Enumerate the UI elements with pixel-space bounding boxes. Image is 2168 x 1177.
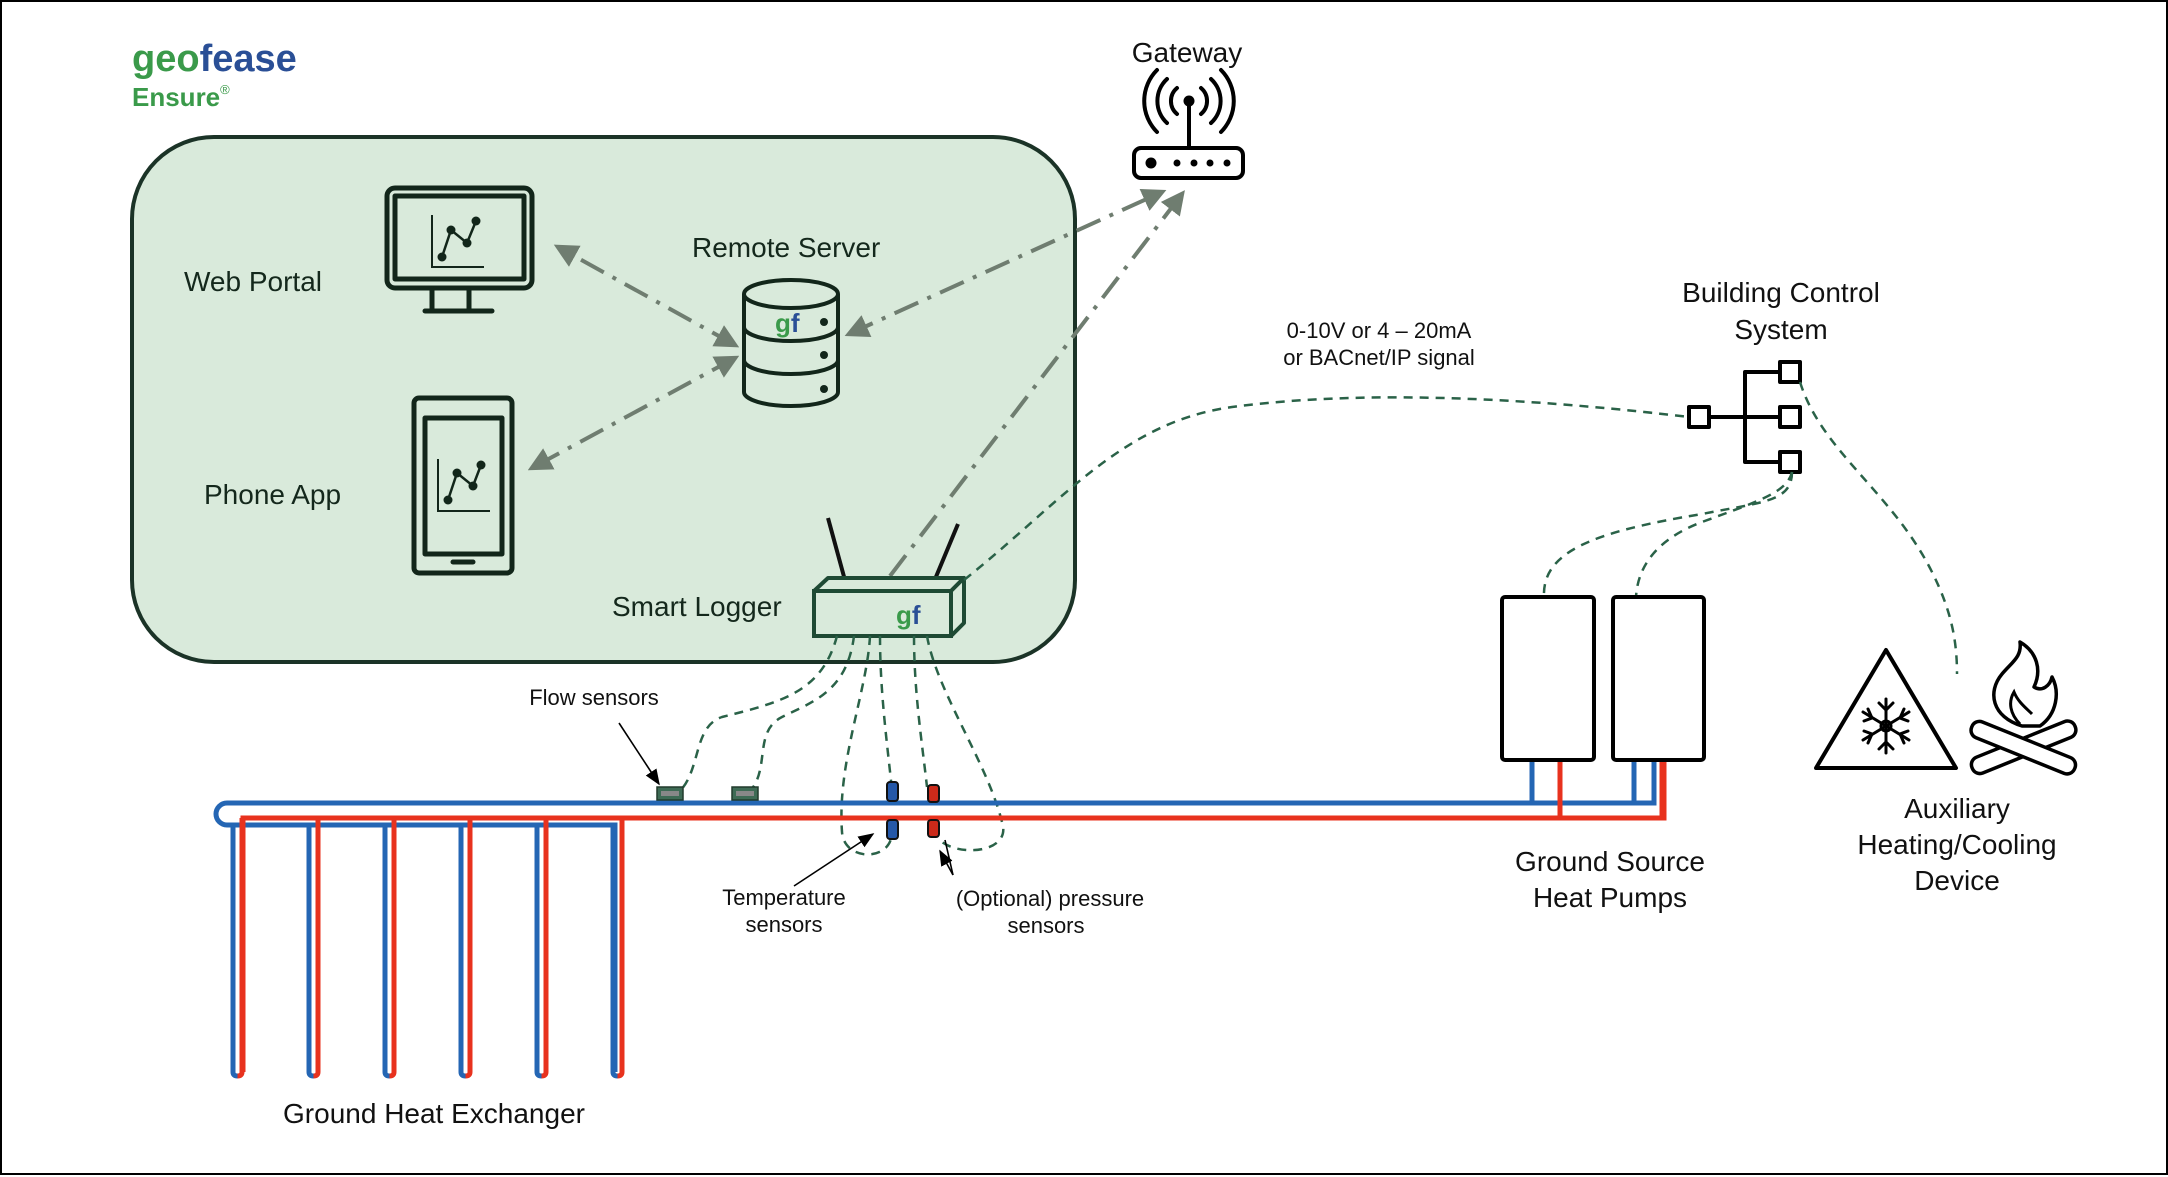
server-gf-badge: gf	[775, 308, 800, 338]
temperature-sensors-pointer	[793, 833, 875, 887]
flow-sensor-1	[656, 786, 684, 801]
signal-wire-bcs-auxiliary	[1798, 381, 1959, 675]
borehole-return-leg	[541, 818, 549, 1079]
heat-pumps-label-line2: Heat Pumps	[1533, 882, 1687, 913]
pressure-sensors-label-line2: sensors	[1007, 913, 1084, 938]
borehole-supply-leg	[534, 825, 542, 1079]
borehole-return-leg	[237, 818, 245, 1079]
auxiliary-label-line3: Device	[1914, 865, 2000, 896]
signal-wire-flow-sensor-2	[746, 635, 856, 795]
auxiliary-label-line2: Heating/Cooling	[1857, 829, 2056, 860]
borehole-loop	[458, 818, 473, 1079]
pressure-sensors-pointer	[939, 849, 954, 876]
remote-server-label: Remote Server	[692, 232, 880, 263]
flow-sensors-pointer	[618, 722, 660, 786]
borehole-supply-leg	[306, 825, 314, 1079]
smart-logger-device-icon: gf	[812, 517, 966, 638]
borehole-supply-leg	[382, 825, 390, 1079]
temperature-sensors-label-line2: sensors	[745, 912, 822, 937]
borehole-return-leg	[389, 818, 397, 1079]
bcs-label-line1: Building Control	[1682, 277, 1880, 308]
heating-fire-icon	[1969, 640, 2078, 776]
borehole-loop	[534, 818, 549, 1079]
svg-text:geofease: geofease	[132, 38, 297, 80]
signal-wire-temp-sensor-supply	[878, 635, 894, 791]
auxiliary-label-line1: Auxiliary	[1904, 793, 2010, 824]
link-logger-gateway	[888, 190, 1185, 578]
flow-sensor-2	[731, 786, 759, 801]
borehole-loop	[610, 818, 625, 1079]
signal-wire-temp-sensor-return	[840, 635, 894, 856]
pressure-sensor-return	[927, 819, 940, 838]
web-portal-label: Web Portal	[184, 266, 322, 297]
pressure-sensor-supply	[927, 784, 940, 803]
signal-wire-bcs-heatpump-2	[1634, 471, 1794, 598]
signal-note-line1: 0-10V or 4 – 20mA	[1287, 318, 1472, 343]
database-server-icon: gf	[742, 278, 840, 408]
link-server-webportal	[553, 244, 740, 348]
borehole-supply-leg	[458, 825, 466, 1079]
borehole-supply-leg	[230, 825, 238, 1079]
signal-wire-pressure-sensor-return	[925, 635, 1005, 852]
network-hierarchy-icon	[1687, 360, 1802, 474]
logo-product-name: Ensure®	[132, 82, 230, 112]
borehole-return-leg	[465, 818, 473, 1079]
signal-wire-bcs-heatpump-1	[1542, 471, 1794, 598]
temperature-sensor-return	[886, 819, 899, 840]
heat-pump-1	[1500, 595, 1596, 762]
logger-gf-badge: gf	[896, 600, 921, 630]
monitor-icon	[384, 185, 535, 314]
borehole-loops	[230, 818, 625, 1079]
gateway-label: Gateway	[1132, 37, 1243, 68]
signal-wire-flow-sensor-1	[676, 635, 839, 795]
borehole-return-leg	[313, 818, 321, 1079]
temperature-sensors-label-line1: Temperature	[722, 885, 846, 910]
ground-heat-exchanger-label: Ground Heat Exchanger	[283, 1098, 585, 1129]
pressure-sensors-label-line1: (Optional) pressure	[956, 886, 1144, 911]
borehole-supply-leg	[610, 825, 618, 1079]
heat-pump-2	[1611, 595, 1706, 762]
flow-sensors-label: Flow sensors	[529, 685, 659, 710]
link-server-phoneapp	[527, 355, 740, 471]
smart-logger-label: Smart Logger	[612, 591, 782, 622]
signal-wire-pressure-sensor-supply	[912, 635, 929, 788]
borehole-return-leg	[617, 818, 625, 1079]
signal-note-line2: or BACnet/IP signal	[1283, 345, 1475, 370]
link-server-gateway	[844, 189, 1167, 337]
heat-pumps-label-line1: Ground Source	[1515, 846, 1705, 877]
geofease-logo: geofease Ensure®	[132, 38, 297, 112]
phone-icon	[411, 395, 515, 576]
signal-wire-logger-bcs	[963, 396, 1690, 581]
bcs-label-line2: System	[1734, 314, 1827, 345]
borehole-loop	[382, 818, 397, 1079]
temperature-sensor-supply	[886, 781, 899, 802]
ground-heat-exchanger-pipes	[213, 760, 1667, 1072]
borehole-loop	[230, 818, 245, 1079]
logo-fease: fease	[200, 38, 297, 80]
phone-app-label: Phone App	[204, 479, 341, 510]
cooling-snowflake-icon	[1814, 648, 1958, 770]
logo-geo: geo	[132, 38, 200, 80]
wifi-router-icon	[1132, 68, 1245, 180]
borehole-loop	[306, 818, 321, 1079]
